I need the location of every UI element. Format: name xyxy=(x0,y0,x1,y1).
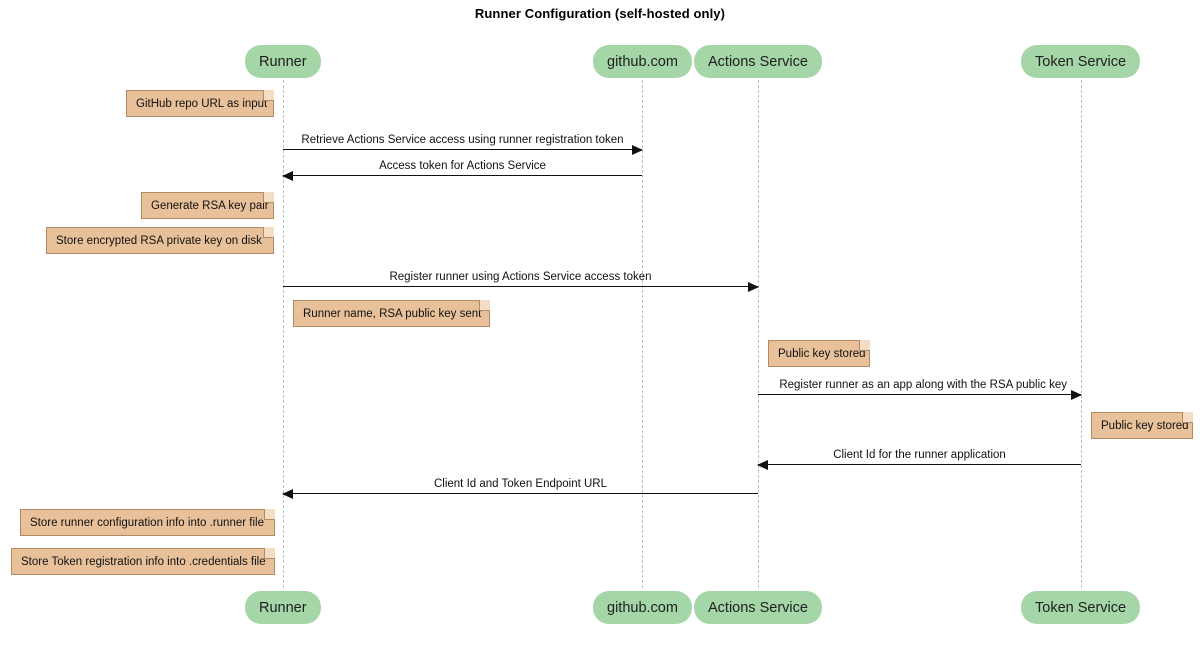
participant-actions-top[interactable]: Actions Service xyxy=(694,45,822,78)
message-m2: Access token for Actions Service xyxy=(282,146,642,181)
note-n6: Public key stored xyxy=(1091,412,1193,439)
note-fold-corner-icon xyxy=(263,192,274,203)
message-label: Client Id and Token Endpoint URL xyxy=(433,478,608,490)
note-fold-corner-icon xyxy=(263,227,274,238)
message-label: Client Id for the runner application xyxy=(833,449,1006,461)
message-line xyxy=(758,394,1081,395)
message-m4: Register runner as an app along with the… xyxy=(758,365,1082,400)
message-line xyxy=(283,149,642,150)
note-fold-corner-icon xyxy=(264,509,275,520)
message-m5: Client Id for the runner application xyxy=(757,435,1081,470)
note-label: Public key stored xyxy=(778,347,866,360)
participant-actions-bottom[interactable]: Actions Service xyxy=(694,591,822,624)
note-fold-corner-icon xyxy=(1182,412,1193,423)
lifeline-token xyxy=(1081,80,1082,588)
participant-token-top[interactable]: Token Service xyxy=(1021,45,1141,78)
arrowhead-right-icon xyxy=(632,144,643,155)
note-fold-corner-icon xyxy=(264,548,275,559)
message-line xyxy=(758,464,1081,465)
note-n2: Generate RSA key pair xyxy=(141,192,274,219)
message-line xyxy=(283,493,758,494)
arrowhead-right-icon xyxy=(1071,389,1082,400)
message-line xyxy=(283,175,642,176)
note-n7: Store runner configuration info into .ru… xyxy=(20,509,275,536)
participant-token-bottom[interactable]: Token Service xyxy=(1021,591,1141,624)
note-fold-corner-icon xyxy=(859,340,870,351)
page-title: Runner Configuration (self-hosted only) xyxy=(474,6,726,21)
lifeline-actions xyxy=(758,80,759,588)
note-label: Runner name, RSA public key sent xyxy=(303,307,482,320)
message-label: Retrieve Actions Service access using ru… xyxy=(301,134,624,146)
note-n3: Store encrypted RSA private key on disk xyxy=(46,227,274,254)
note-n1: GitHub repo URL as input xyxy=(126,90,274,117)
message-m3: Register runner using Actions Service ac… xyxy=(283,257,759,292)
note-label: Generate RSA key pair xyxy=(151,199,269,212)
message-label: Register runner as an app along with the… xyxy=(779,379,1067,391)
note-fold-corner-icon xyxy=(263,90,274,101)
message-label: Register runner using Actions Service ac… xyxy=(389,271,652,283)
lifeline-runner xyxy=(283,80,284,588)
note-label: Store encrypted RSA private key on disk xyxy=(56,234,262,247)
note-label: Store Token registration info into .cred… xyxy=(21,555,266,568)
arrowhead-left-icon xyxy=(282,170,293,181)
arrowhead-left-icon xyxy=(757,459,768,470)
lifeline-github xyxy=(642,80,643,588)
participant-github-bottom[interactable]: github.com xyxy=(593,591,692,624)
message-line xyxy=(283,286,758,287)
note-label: Public key stored xyxy=(1101,419,1189,432)
message-m6: Client Id and Token Endpoint URL xyxy=(282,464,758,499)
arrowhead-left-icon xyxy=(282,488,293,499)
arrowhead-right-icon xyxy=(748,281,759,292)
note-label: GitHub repo URL as input xyxy=(136,97,268,110)
message-m1: Retrieve Actions Service access using ru… xyxy=(283,120,643,155)
note-label: Store runner configuration info into .ru… xyxy=(30,516,264,529)
message-label: Access token for Actions Service xyxy=(379,160,546,172)
participant-runner-top[interactable]: Runner xyxy=(245,45,321,78)
note-n4: Runner name, RSA public key sent xyxy=(293,300,490,327)
participant-github-top[interactable]: github.com xyxy=(593,45,692,78)
note-fold-corner-icon xyxy=(479,300,490,311)
participant-runner-bottom[interactable]: Runner xyxy=(245,591,321,624)
note-n8: Store Token registration info into .cred… xyxy=(11,548,275,575)
note-n5: Public key stored xyxy=(768,340,870,367)
